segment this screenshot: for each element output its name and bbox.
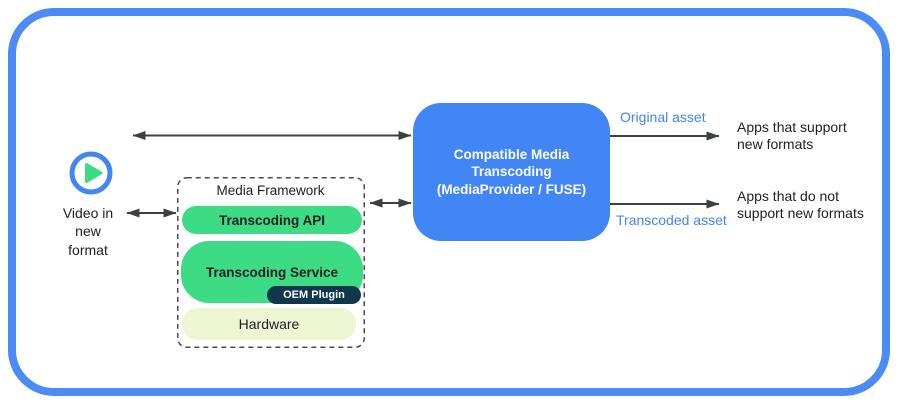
hardware-label: Hardware — [238, 316, 300, 332]
transcoding-api-label: Transcoding API — [218, 212, 326, 228]
transcoder-box: Compatible Media Transcoding (MediaProvi… — [413, 103, 610, 241]
media-framework-title: Media Framework — [216, 183, 325, 198]
oem-plugin-label: OEM Plugin — [283, 289, 345, 301]
play-icon — [69, 151, 113, 195]
transcoder-title-line-1: Compatible Media — [453, 146, 570, 162]
transcoder-title-line-2: Transcoding — [471, 164, 552, 180]
transcoder-title-line-3: (MediaProvider / FUSE) — [436, 181, 587, 197]
transcoding-service-label: Transcoding Service — [205, 264, 339, 280]
apps-support-label: Apps that support new formats — [737, 119, 847, 152]
diagram-border — [8, 8, 890, 396]
video-source-label: Video in new format — [62, 205, 114, 258]
transcoded-asset-label: Transcoded asset — [616, 212, 727, 228]
original-asset-label: Original asset — [620, 109, 706, 125]
oem-plugin-pill: OEM Plugin — [267, 286, 361, 304]
play-icon-triangle — [85, 163, 103, 183]
apps-no-support-label: Apps that do not support new formats — [737, 188, 864, 221]
hardware-pill: Hardware — [182, 308, 356, 340]
transcoding-api-pill: Transcoding API — [182, 206, 362, 234]
